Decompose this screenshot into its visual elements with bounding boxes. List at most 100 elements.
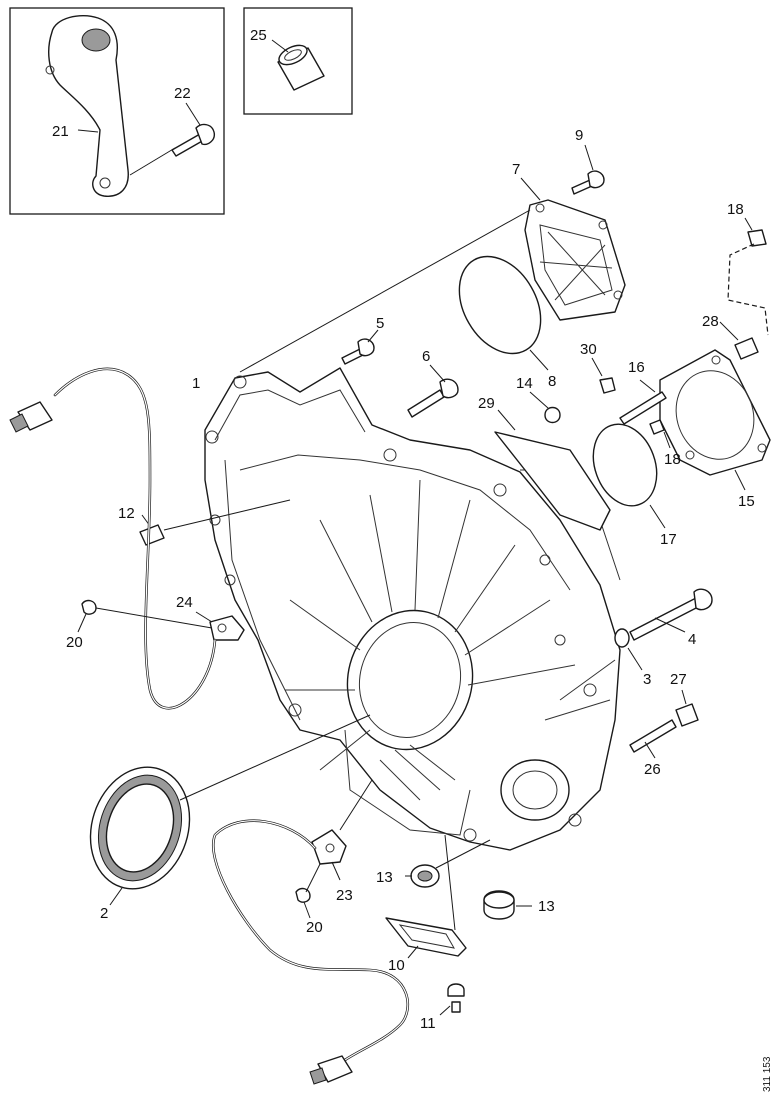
callout-16: 16 [628,359,645,376]
leader-23 [331,861,341,881]
cover-part-15 [659,349,771,476]
callout-15: 15 [738,493,755,510]
callout-25: 25 [250,27,267,44]
callout-17: 17 [660,531,677,548]
sensor-cable-24 [53,367,217,710]
leader-3 [627,647,643,671]
callout-26: 26 [644,761,661,778]
o-ring-part-8 [458,255,542,355]
callout-6: 6 [422,348,430,365]
leader-2 [109,887,123,906]
leader-28 [719,321,739,341]
connector-24 [9,401,53,433]
cover-part-10 [385,917,467,957]
dowel-part-12 [139,524,165,546]
leader-22 [185,102,201,126]
plug-part-14 [544,406,561,424]
seal-part-2 [89,766,191,890]
callout-21: 21 [52,123,69,140]
callout-8: 8 [548,373,556,390]
bracket-part-21 [45,14,129,197]
bolt-part-9 [571,170,605,195]
nut-part-18-lower [649,419,665,435]
leader-17 [649,504,666,529]
leader-5 [367,329,379,343]
callout-22: 22 [174,85,191,102]
leader-18-lower [663,431,671,449]
washer-part-3 [614,628,630,648]
guide-10-housing [444,834,456,931]
callout-13-right: 13 [538,898,555,915]
callout-1: 1 [192,375,200,392]
plug-part-13-right [483,890,515,920]
connector-23 [309,1055,353,1085]
leader-30 [591,357,603,377]
leader-25 [271,39,289,53]
nut-part-30 [599,377,616,394]
o-ring-part-17 [592,423,658,507]
leader-26 [644,741,656,759]
nut-part-27 [675,703,699,727]
leader-15 [734,469,746,491]
leader-16 [639,379,656,393]
callout-2: 2 [100,905,108,922]
bolt-part-20-lower [295,887,311,903]
drawing-reference: 311 153 [762,1056,773,1092]
bolt-part-28 [734,337,759,360]
guide-13-housing [435,839,491,869]
sensor-cable-23 [212,819,409,1062]
leader-11 [439,1005,451,1016]
leader-29 [497,409,516,431]
callout-9: 9 [575,127,583,144]
callout-23: 23 [336,887,353,904]
stud-part-26 [629,719,677,753]
sensor-part-23 [311,829,347,865]
callout-3: 3 [643,671,651,688]
leader-4 [654,617,686,633]
leader-7 [520,177,541,201]
bolt-part-22 [129,123,216,176]
guide-23-housing [339,779,373,831]
callout-10: 10 [388,957,405,974]
callout-18-upper: 18 [727,201,744,218]
guide-12-housing [163,499,291,531]
callout-29: 29 [478,395,495,412]
callout-4: 4 [688,631,696,648]
guide-18-28 [727,243,769,336]
leader-24 [195,611,213,623]
bolt-part-20-upper [81,599,97,615]
bolt-part-6 [407,378,459,418]
leader-9 [584,144,594,171]
leader-18-upper [744,217,753,231]
plug-part-13-left [410,864,440,888]
guide-7-housing [239,209,531,373]
callout-30: 30 [580,341,597,358]
leader-20-lower [305,863,321,893]
stud-part-16 [619,391,667,425]
leader-20-lower-label [303,901,311,919]
leader-8 [529,349,549,371]
gasket-part-29 [494,431,611,531]
callout-20-upper: 20 [66,634,83,651]
leader-10 [407,945,419,959]
callout-7: 7 [512,161,520,178]
leader-20-upper [95,607,213,629]
leader-14 [529,391,549,409]
guide-2-housing [179,714,371,801]
leader-6 [429,364,446,383]
callout-24: 24 [176,594,193,611]
inset-box-bracket [9,7,225,215]
leader-20-upper-label [77,613,87,633]
callout-18-lower: 18 [664,451,681,468]
leader-21 [77,129,99,133]
nut-part-18-upper [747,229,767,247]
bolt-part-11 [447,983,465,1013]
cover-part-7 [524,199,626,321]
sensor-part-24 [209,615,245,641]
callout-14: 14 [516,375,533,392]
callout-20-lower: 20 [306,919,323,936]
bolt-part-4 [629,588,713,641]
bolt-part-5 [341,338,375,365]
callout-11: 11 [420,1015,436,1032]
